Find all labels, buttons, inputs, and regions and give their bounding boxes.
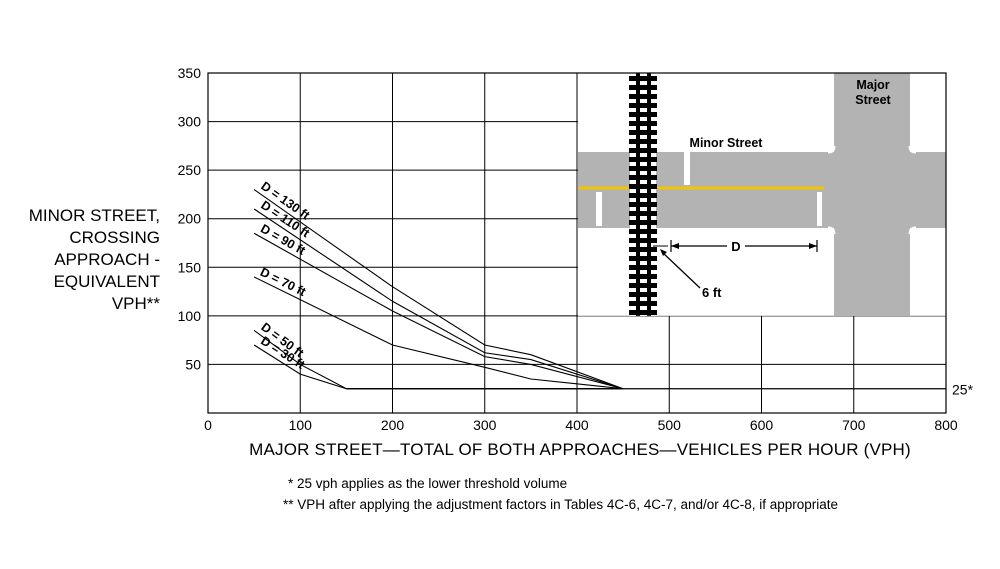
dimension-d-arrow-left	[671, 243, 679, 249]
x-tick-label: 600	[750, 417, 774, 433]
curb-return-2	[908, 145, 917, 154]
dimension-d-label-bg	[727, 238, 745, 254]
rail-tie	[629, 175, 657, 180]
curb-return-1	[827, 145, 836, 154]
rail-tie	[629, 184, 657, 189]
series-line-4	[253, 276, 624, 390]
curb-return-4	[908, 226, 917, 235]
offset-label: 6 ft	[702, 285, 722, 300]
rail-tie	[629, 310, 657, 315]
rail-tie	[629, 112, 657, 117]
rail-tie	[629, 157, 657, 162]
y-tick-label: 150	[178, 259, 202, 275]
stop-bar-crossing	[596, 192, 602, 226]
rail-tie	[629, 85, 657, 90]
rail-tie	[629, 202, 657, 207]
dimension-d-label: D	[731, 239, 740, 254]
x-tick-label: 500	[658, 417, 682, 433]
rail-tie	[629, 139, 657, 144]
threshold-line: 25*	[346, 382, 974, 398]
rail-left	[636, 73, 640, 316]
rail-tie	[629, 148, 657, 153]
series-group: D = 130 ftD = 110 ftD = 90 ftD = 70 ftD …	[253, 179, 624, 390]
rail-tie	[629, 256, 657, 261]
rail-tie	[629, 76, 657, 81]
y-tick-label: 100	[178, 308, 202, 324]
rail-tie	[629, 247, 657, 252]
rail-tie	[629, 94, 657, 99]
rail-tie	[629, 193, 657, 198]
stop-bar-upper	[684, 152, 690, 185]
offset-leader	[661, 251, 701, 289]
y-tick-label: 350	[178, 65, 202, 81]
series-line-2	[253, 208, 624, 390]
y-tick-label: 50	[185, 356, 201, 372]
footnote-adjustment: ** VPH after applying the adjustment fac…	[283, 497, 839, 512]
x-tick-label: 800	[934, 417, 958, 433]
y-tick-label: 200	[178, 211, 202, 227]
major-street-label-line: Major	[856, 78, 889, 92]
y-tick-label: 250	[178, 162, 202, 178]
rail-tie	[629, 301, 657, 306]
rail-tie	[629, 121, 657, 126]
y-tick-label: 300	[178, 114, 202, 130]
x-tick-label: 700	[842, 417, 866, 433]
series-line-6	[253, 344, 624, 390]
threshold-label: 25*	[952, 382, 974, 398]
series-line-1	[253, 189, 624, 390]
offset-arrow	[660, 249, 667, 256]
rail-tie	[629, 130, 657, 135]
rail-right	[647, 73, 651, 316]
rail-tie	[629, 283, 657, 288]
rail-tie	[629, 166, 657, 171]
plot-frame	[207, 72, 947, 414]
x-axis-label: MAJOR STREET—TOTAL OF BOTH APPROACHES—VE…	[249, 440, 911, 459]
series-line-5	[253, 329, 624, 390]
series-line-3	[253, 232, 624, 390]
footnote-threshold: * 25 vph applies as the lower threshold …	[288, 476, 568, 491]
rail-tie	[629, 220, 657, 225]
x-tick-label: 400	[565, 417, 589, 433]
dimension-d-arrow-right	[809, 243, 817, 249]
rail-tie	[629, 103, 657, 108]
rail-tie	[629, 229, 657, 234]
x-tick-label: 300	[473, 417, 497, 433]
x-tick-label: 100	[289, 417, 313, 433]
major-street-label-line: Street	[855, 93, 891, 107]
rail-tie	[629, 211, 657, 216]
x-tick-label: 0	[204, 417, 212, 433]
minor-street-label: Minor Street	[690, 136, 764, 150]
rail-tie	[629, 292, 657, 297]
curb-return-3	[827, 226, 836, 235]
rail-tie	[629, 238, 657, 243]
rail-tie	[629, 265, 657, 270]
rail-tie	[629, 274, 657, 279]
y-axis-label: MINOR STREET, CROSSING APPROACH - EQUIVA…	[28, 206, 160, 313]
tick-labels: 0 100 200 300 400 500 600 700 800 50 100 150 200 250 3…	[178, 65, 958, 433]
stop-bar-lower	[817, 192, 822, 226]
x-tick-label: 200	[381, 417, 405, 433]
plot-border	[207, 72, 947, 414]
